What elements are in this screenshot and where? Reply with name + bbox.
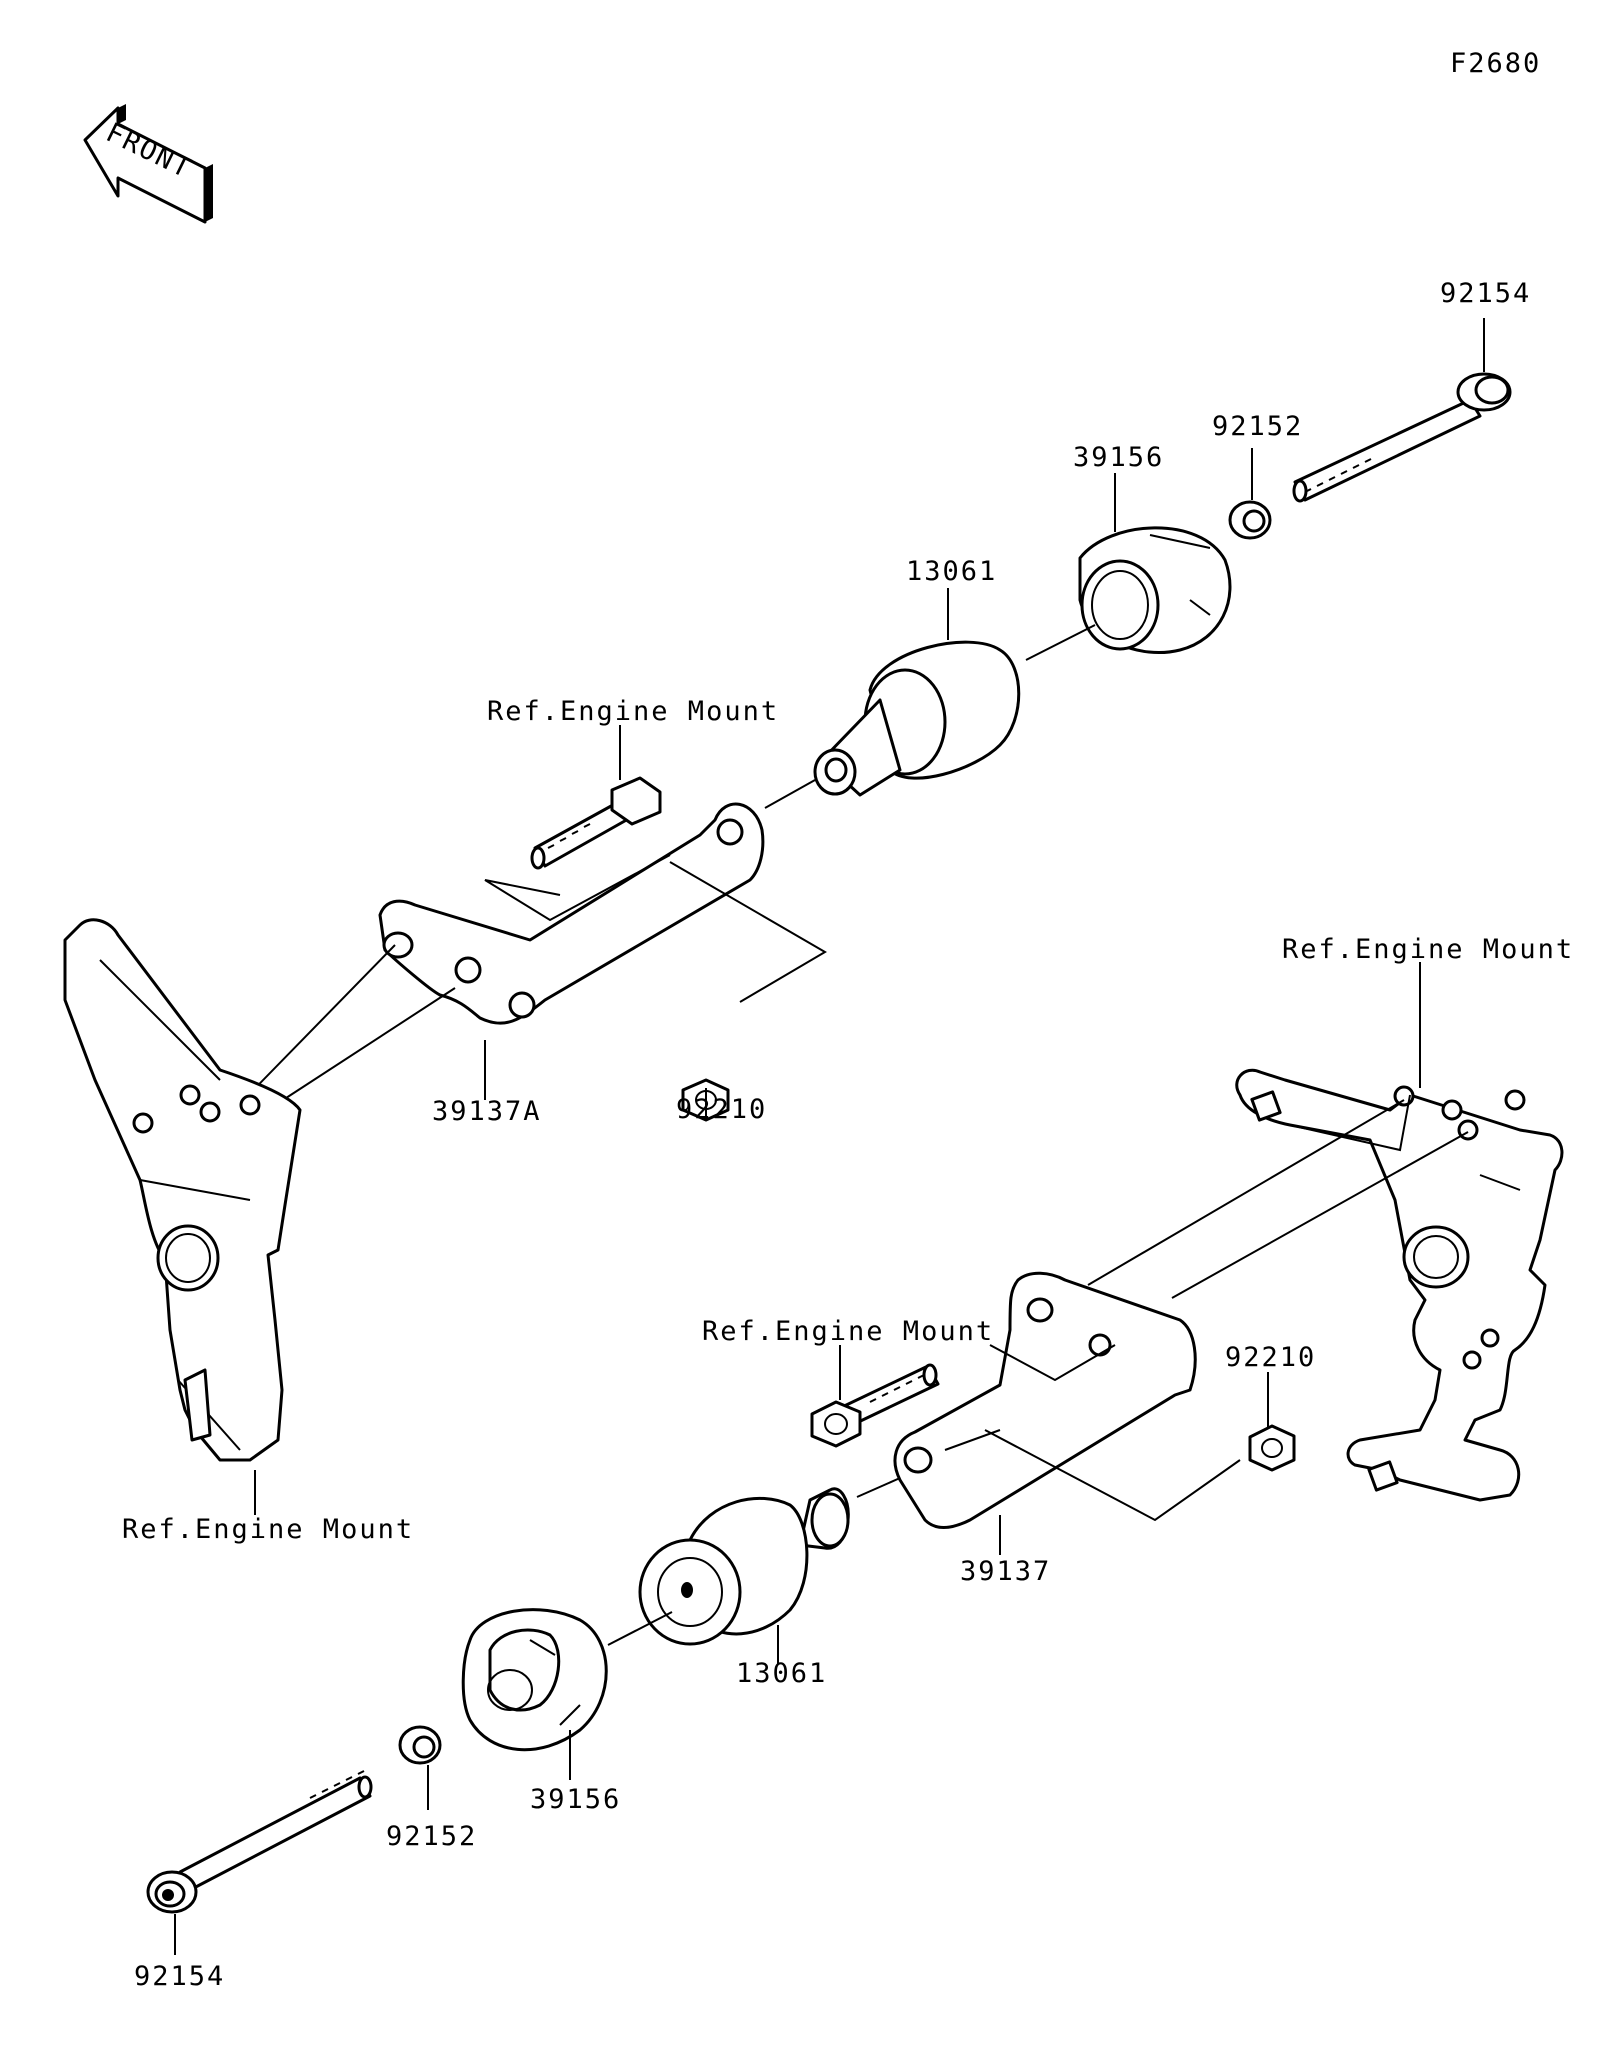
leader-nut-92210-left-path: [669, 861, 827, 1003]
label-ref-engine-mount-right: Ref.Engine Mount: [1282, 934, 1574, 965]
label-13061-bottom: 13061: [736, 1658, 827, 1689]
engine-mount-bolt-upper: [530, 776, 662, 870]
label-39156-bottom: 39156: [530, 1784, 621, 1815]
bracket-39137A: [378, 802, 765, 1025]
bracket-39137: [893, 1271, 1197, 1529]
label-92152-bottom: 92152: [386, 1821, 477, 1852]
label-39156-top: 39156: [1073, 442, 1164, 473]
figure-code: F2680: [1450, 48, 1541, 79]
engine-mount-bolt-middle: [810, 1363, 940, 1448]
engine-mount-left: [63, 918, 302, 1462]
label-92210-left: 92210: [676, 1094, 767, 1125]
slider-cap-39156-bottom: [461, 1608, 608, 1752]
label-ref-engine-mount-left: Ref.Engine Mount: [122, 1514, 414, 1545]
bolt-92154-bottom: [146, 1770, 373, 1914]
label-92152-top: 92152: [1212, 411, 1303, 442]
slider-13061-top: [813, 640, 1021, 797]
label-39137: 39137: [960, 1556, 1051, 1587]
washer-92152-top: [1228, 500, 1272, 540]
bolt-92154-top: [1292, 372, 1512, 503]
engine-mount-right: [1235, 1068, 1564, 1502]
nut-92210-right: [1248, 1424, 1296, 1472]
label-92154-top: 92154: [1440, 278, 1531, 309]
label-92210-right: 92210: [1225, 1342, 1316, 1373]
slider-13061-bottom: [638, 1487, 850, 1646]
front-arrow-icon: FRONT: [83, 104, 213, 224]
label-ref-engine-mount-upper: Ref.Engine Mount: [487, 696, 779, 727]
slider-cap-39156-top: [1078, 526, 1232, 655]
label-92154-bottom: 92154: [134, 1961, 225, 1992]
label-39137A: 39137A: [432, 1096, 542, 1127]
label-ref-engine-mount-middle: Ref.Engine Mount: [702, 1316, 994, 1347]
leader-nut-92210-right-path: [984, 1429, 1241, 1522]
label-13061-top: 13061: [906, 556, 997, 587]
washer-92152-bottom: [398, 1725, 442, 1765]
